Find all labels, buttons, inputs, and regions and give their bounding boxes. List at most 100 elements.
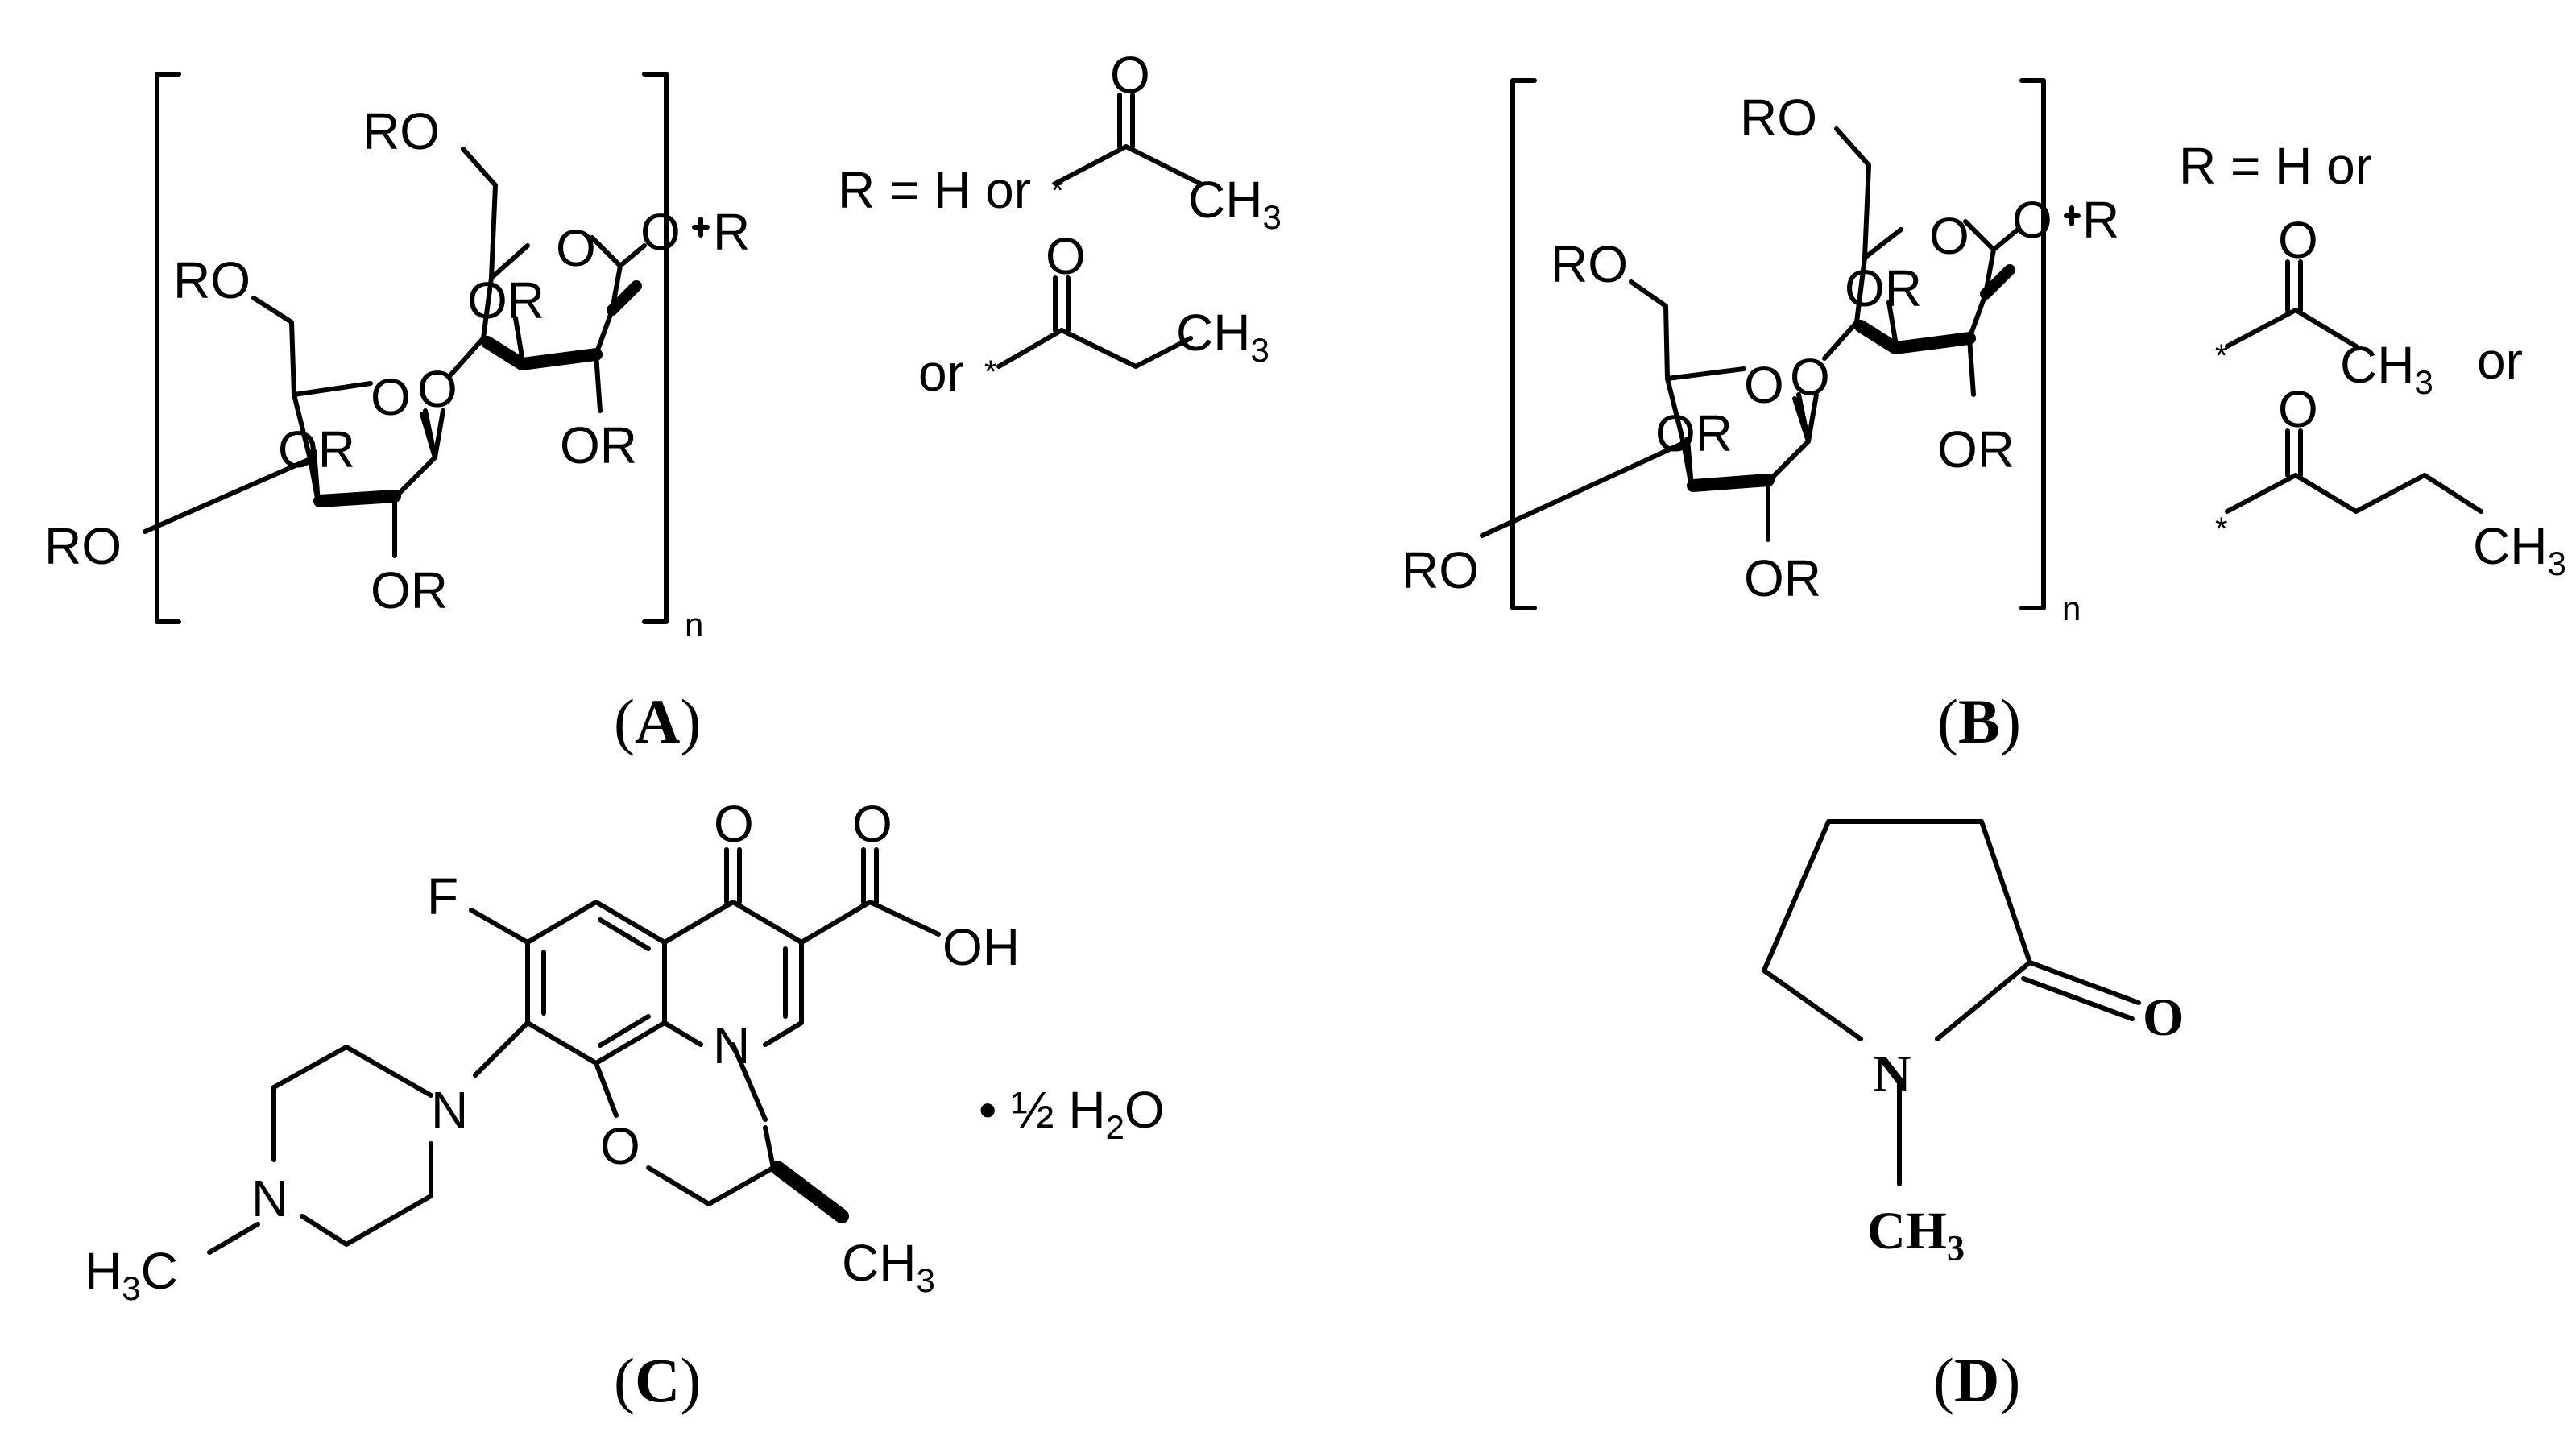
methyl-label: CH3 [2340, 336, 2433, 401]
methyl-label: CH3 [1188, 171, 1282, 236]
ring-oxygen: O [1744, 356, 1784, 414]
benzene-inner-bonds [541, 917, 651, 1048]
or-label: OR [371, 561, 448, 619]
n-methyl-bond [207, 1222, 260, 1255]
caption-a: (A) [614, 686, 701, 756]
butyryl-group-b [2225, 428, 2483, 514]
r-label: R [2082, 191, 2119, 249]
glycosidic-oxygen: O [417, 360, 458, 418]
carbonyl-oxygen: O [1110, 46, 1150, 104]
attachment-star: * [984, 354, 997, 390]
acetyl-group-b [2225, 259, 2359, 349]
r-label: R [713, 203, 750, 261]
ring-1-bold-edge [1687, 474, 1775, 492]
ro-label: RO [362, 102, 440, 160]
ring-nitrogen: N [713, 1016, 750, 1074]
carbonyl-oxygen: O [2278, 211, 2318, 269]
bracket-left [1510, 78, 1537, 610]
repeat-unit-n: n [685, 606, 703, 644]
stereo-wedge [770, 1161, 849, 1223]
or-label: OR [560, 416, 637, 474]
ring-2-substituents [1834, 126, 2020, 397]
ring-2-bold-edge [481, 336, 603, 370]
pyrrolidone-ring [1762, 819, 2032, 1041]
or-label: OR [278, 420, 355, 478]
nitrogen-label: N [1873, 1045, 1911, 1103]
glycosidic-oxygen: O [1790, 348, 1830, 406]
ring-2-bold-edge [1854, 320, 1976, 354]
panel-a-labels: RO RO RO OR OR OR OR O O O O R n R = H o… [44, 46, 1282, 756]
fluorine-label: F [427, 867, 458, 925]
panel-d-labels: N O CH3 (D) [1867, 988, 2184, 1415]
panel-b-labels: RO RO RO OR OR OR OR O O O O R n R = H o… [1402, 89, 2566, 756]
or-label: OR [467, 271, 545, 329]
attachment-star: * [2215, 338, 2228, 374]
acetyl-group-a [1053, 93, 1203, 186]
oxazine-ring [594, 1042, 776, 1206]
anomeric-wedge [1980, 264, 2015, 300]
glycosidic-bond [1796, 320, 1859, 444]
hydroxyl-label: OH [942, 918, 1020, 976]
ro-label: RO [1740, 89, 1817, 147]
r-definition: R = H or [2179, 137, 2372, 195]
glycosidic-bond [423, 336, 486, 460]
ro-label: RO [1402, 541, 1479, 599]
piperazine-nitrogen: N [431, 1081, 468, 1139]
caption-d: (D) [1933, 1345, 2020, 1415]
piperazine-ring [271, 1045, 433, 1247]
oxazine-oxygen: O [600, 1117, 640, 1175]
repeat-unit-n: n [2062, 590, 2081, 627]
benzene-ring [525, 900, 667, 1066]
ring-oxygen: O [556, 219, 596, 277]
anomeric-wedge [607, 280, 642, 316]
attachment-star: * [1051, 173, 1064, 209]
o-r-bond [692, 217, 710, 238]
or-label: OR [1845, 259, 1922, 317]
methyl-label: CH3 [842, 1234, 935, 1299]
anomeric-oxygen: O [640, 203, 681, 261]
n-aryl-bond [473, 1020, 530, 1078]
carbonyl-double-bond [2021, 960, 2141, 1021]
n-methyl-label: H3C [85, 1242, 178, 1307]
bracket-left [155, 72, 181, 624]
oxygen-label: O [2143, 988, 2184, 1047]
methyl-label: CH3 [2473, 517, 2566, 582]
carbonyl-oxygen: O [2278, 380, 2318, 438]
carbonyl-oxygen: O [852, 795, 892, 853]
or-label: OR [1655, 404, 1733, 462]
methyl-label: CH3 [1176, 304, 1269, 369]
ketone-bond [724, 847, 742, 904]
anomeric-oxygen: O [2012, 191, 2052, 249]
carboxyl-group [799, 847, 941, 945]
bracket-right [642, 72, 669, 624]
methyl-label: CH3 [1867, 1202, 1965, 1268]
or-label: OR [1744, 549, 1821, 607]
ring-oxygen: O [1929, 207, 1969, 265]
carbonyl-oxygen: O [1046, 227, 1086, 285]
ring-2-substituents [461, 147, 647, 413]
attachment-star: * [2215, 511, 2228, 547]
panel-a-cellulose-acetate-propionate [143, 72, 1203, 624]
r-definition: R = H or [838, 161, 1031, 219]
ketone-oxygen: O [714, 795, 754, 853]
bracket-right [2019, 78, 2046, 610]
panel-c-labels: F O O OH N N N O H3C CH3 • ½ H2O (C) [85, 795, 1165, 1415]
panel-c-levofloxacin [207, 847, 941, 1255]
caption-c: (C) [614, 1345, 701, 1415]
or-word: or [918, 344, 964, 402]
fluoro-bond [469, 908, 530, 945]
piperazine-nitrogen: N [251, 1169, 288, 1227]
ro-label: RO [173, 251, 251, 309]
ro-label: RO [1551, 235, 1628, 293]
hemihydrate-label: • ½ H2O [979, 1081, 1165, 1146]
ring-1-bold-edge [313, 490, 401, 507]
ring-1-substituents [143, 296, 445, 558]
ro-label: RO [44, 517, 122, 575]
panel-d-n-methyl-pyrrolidone [1762, 819, 2141, 1186]
o-r-bond [2064, 205, 2081, 226]
caption-b: (B) [1937, 686, 2021, 756]
ring-1-substituents [1480, 279, 1819, 542]
ring-oxygen: O [371, 368, 411, 426]
or-word: or [2477, 332, 2523, 390]
